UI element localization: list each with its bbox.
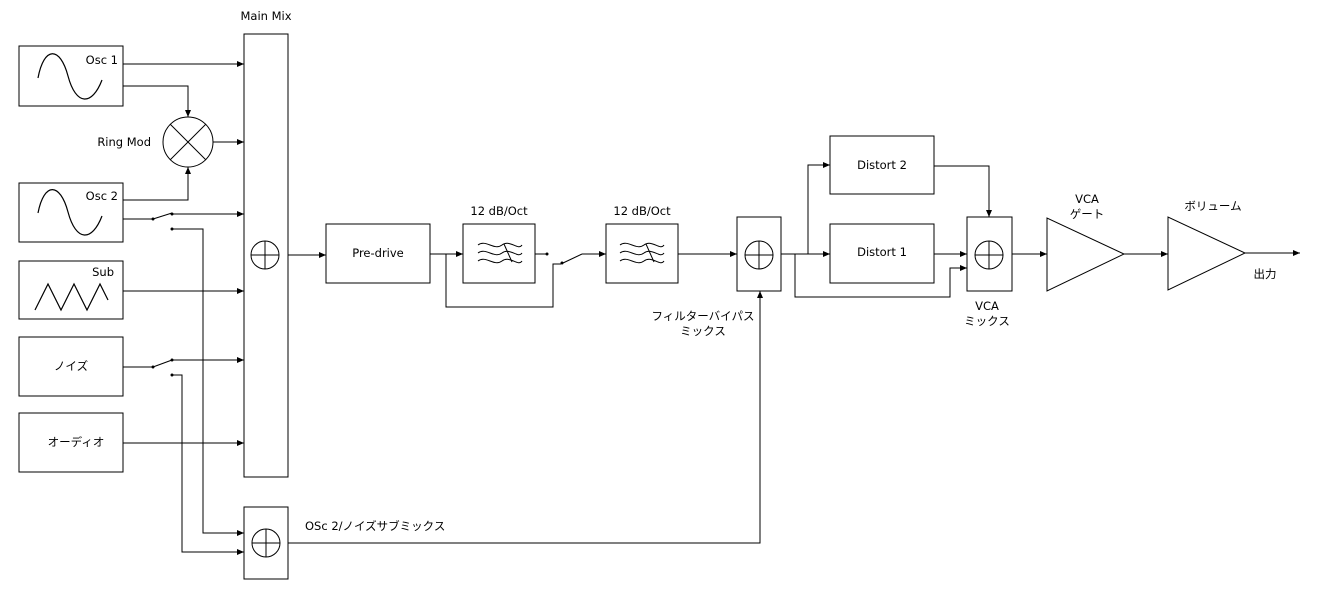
filter-1-label: 12 dB/Oct: [470, 204, 528, 218]
sine-wave-icon: [37, 189, 103, 236]
submix-label: OSc 2/ノイズサブミックス: [305, 519, 445, 533]
osc2-noise-submix: OSc 2/ノイズサブミックス: [243, 506, 445, 580]
distort-1-label: Distort 1: [857, 245, 907, 259]
pre-drive-label: Pre-drive: [352, 246, 404, 260]
vca-gate-label-line1: VCA: [1075, 192, 1099, 206]
filter-bypass-mix-label-line2: ミックス: [680, 324, 726, 338]
volume-label: ボリューム: [1184, 199, 1241, 213]
distort-1: Distort 1: [829, 223, 935, 284]
vca-gate-label-line2: ゲート: [1070, 207, 1105, 221]
summing-icon: [250, 240, 280, 270]
summing-icon: [744, 240, 774, 270]
filter-bypass-mix-label-line1: フィルターバイパス: [652, 309, 755, 323]
sine-wave-icon: [37, 53, 103, 100]
distort-2: Distort 2: [829, 135, 935, 195]
filter-icon: [477, 242, 523, 264]
distort-2-label: Distort 2: [857, 158, 907, 172]
main-mix: Main Mix: [240, 9, 292, 478]
filter-2-label: 12 dB/Oct: [613, 204, 671, 218]
triangle-wave-icon: [34, 282, 109, 312]
noise-label: ノイズ: [54, 359, 88, 373]
osc2-module: Osc 2: [18, 182, 124, 243]
vca-mix-label-line2: ミックス: [964, 314, 1010, 328]
audio-module: オーディオ: [18, 412, 124, 473]
signal-wires: [123, 61, 1300, 555]
audio-label: オーディオ: [48, 435, 105, 449]
noise-module: ノイズ: [18, 336, 124, 397]
vca-mix-label-line1: VCA: [975, 299, 999, 313]
filter-2: 12 dB/Oct: [605, 204, 679, 284]
main-mix-label: Main Mix: [240, 9, 291, 23]
osc2-label: Osc 2: [86, 189, 118, 203]
vca-mix: VCA ミックス: [964, 216, 1013, 328]
pre-drive: Pre-drive: [325, 223, 431, 284]
osc1-label: Osc 1: [86, 53, 118, 67]
filter-1: 12 dB/Oct: [462, 204, 536, 284]
ring-mod: Ring Mod: [97, 116, 214, 168]
filter-icon: [619, 242, 665, 264]
osc1-module: Osc 1: [18, 45, 124, 107]
ring-mod-label: Ring Mod: [97, 135, 151, 149]
filter-bypass-mix: フィルターバイパス ミックス: [652, 216, 782, 338]
summing-icon: [974, 240, 1004, 270]
output-label: 出力: [1254, 267, 1277, 281]
sub-module: Sub: [18, 260, 124, 320]
volume: ボリューム: [1167, 199, 1247, 291]
summing-icon: [251, 528, 281, 558]
vca-gate: VCA ゲート: [1046, 192, 1126, 292]
sub-label: Sub: [92, 265, 114, 279]
